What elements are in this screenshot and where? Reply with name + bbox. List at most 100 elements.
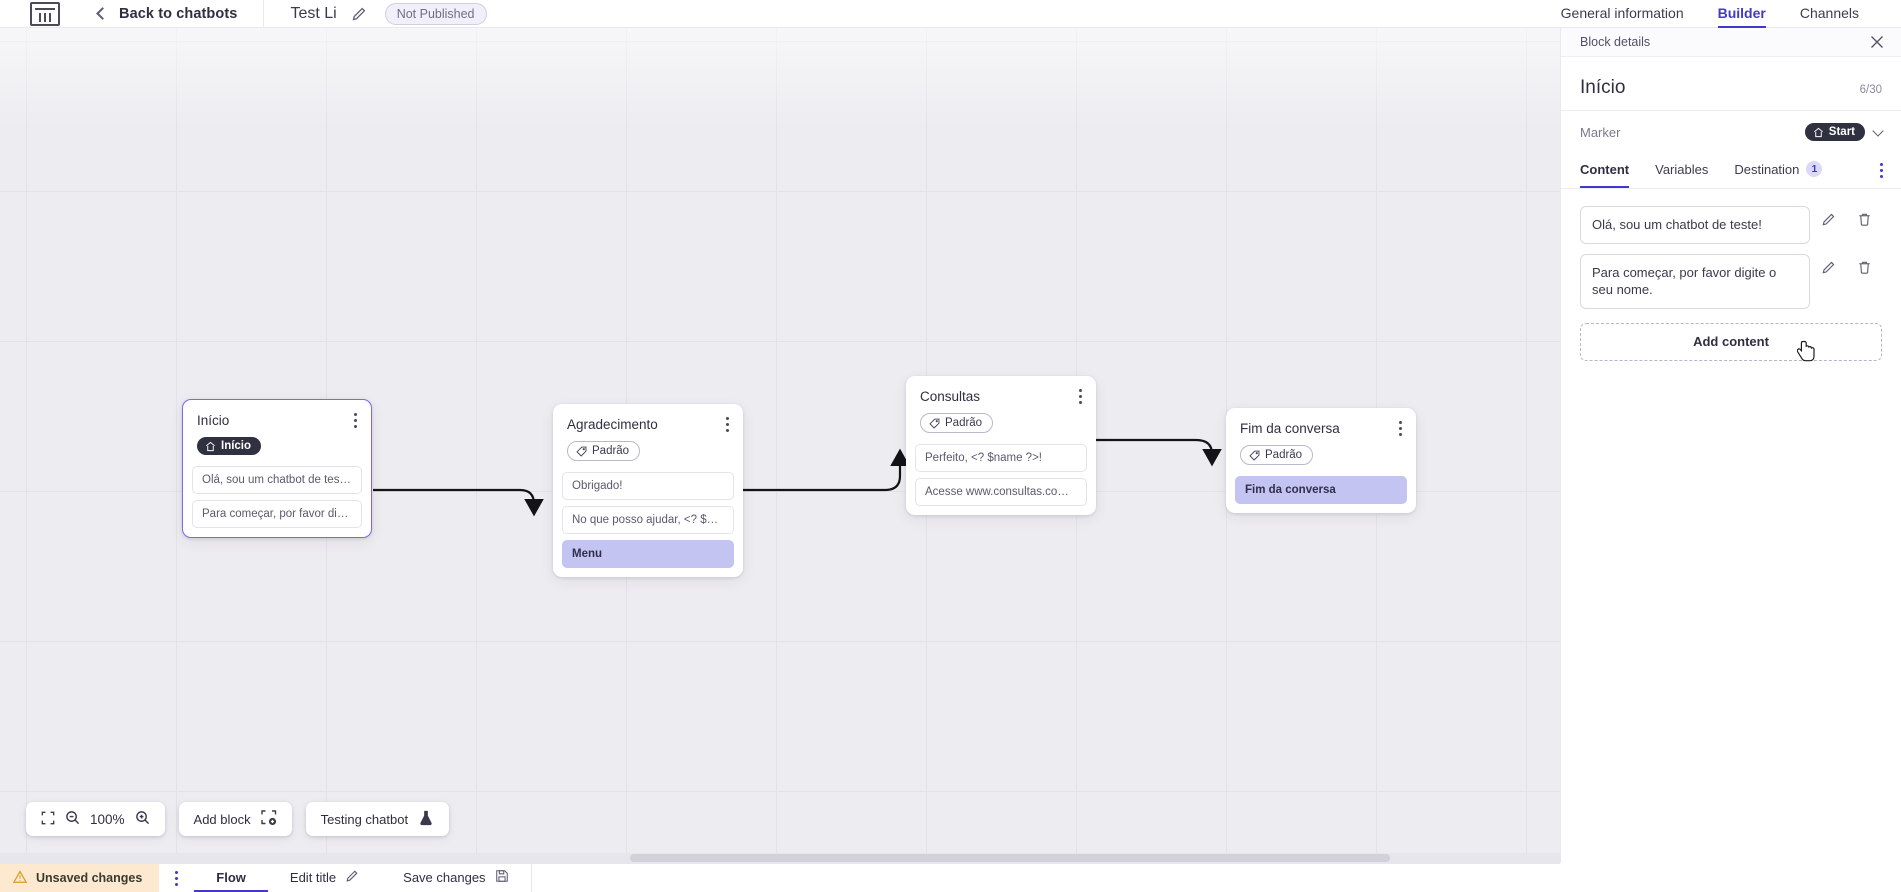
tab-channels[interactable]: Channels — [1799, 5, 1859, 21]
block-title: Fim da conversa — [1240, 421, 1340, 436]
flow-block-agradecimento[interactable]: Agradecimento Padrão Obrigado! No que po… — [553, 404, 743, 577]
block-message[interactable]: Para começar, por favor digite o ... — [192, 500, 362, 528]
marker-row: Marker Start — [1561, 111, 1901, 153]
block-menu-icon[interactable] — [726, 417, 730, 432]
pencil-icon[interactable] — [1810, 260, 1846, 275]
save-changes-button[interactable]: Save changes — [381, 864, 530, 892]
block-details-panel: Block details Início 6/30 Marker Start C… — [1560, 28, 1901, 863]
trash-icon[interactable] — [1846, 212, 1882, 227]
fit-screen-icon[interactable] — [41, 811, 55, 828]
scrollbar-thumb[interactable] — [630, 854, 1390, 862]
unsaved-changes-banner: Unsaved changes — [0, 864, 160, 892]
add-block-button[interactable]: Add block — [178, 802, 292, 836]
content-item-actions — [1810, 254, 1882, 275]
block-title: Consultas — [920, 389, 981, 404]
more-vertical-icon[interactable] — [1870, 163, 1893, 178]
zoom-level: 100% — [90, 811, 125, 827]
add-content-button[interactable]: Add content — [1580, 322, 1882, 361]
flow-canvas[interactable]: Início Início Olá, sou um chatbot de tes… — [0, 28, 1560, 863]
add-block-icon — [260, 809, 277, 829]
tab-destination-label: Destination — [1734, 161, 1800, 177]
block-menu-icon[interactable] — [1399, 421, 1403, 436]
block-body: Obrigado! No que posso ajudar, <? $name … — [553, 472, 743, 577]
block-header: Fim da conversa Padrão — [1226, 408, 1416, 476]
block-tag-label: Padrão — [592, 445, 630, 457]
back-to-chatbots-button[interactable]: Back to chatbots — [96, 0, 265, 27]
flask-icon — [418, 810, 434, 829]
bottom-bar-divider — [530, 864, 532, 892]
block-tag-padrao: Padrão — [920, 413, 994, 433]
tab-builder[interactable]: Builder — [1717, 5, 1766, 28]
marker-badge: Start — [1804, 123, 1865, 141]
flow-block-consultas[interactable]: Consultas Padrão Perfeito, <? $name ?>! … — [906, 376, 1096, 515]
block-message-menu[interactable]: Fim da conversa — [1235, 476, 1407, 504]
bottom-tab-flow[interactable]: Flow — [194, 864, 268, 892]
tab-variables[interactable]: Variables — [1655, 154, 1708, 188]
block-menu-icon[interactable] — [1079, 389, 1083, 404]
panel-header: Block details — [1561, 28, 1901, 57]
block-message[interactable]: Acesse www.consultas.com par... — [915, 478, 1087, 506]
pencil-icon — [345, 869, 359, 886]
block-message[interactable]: Olá, sou um chatbot de teste! — [192, 466, 362, 494]
chevron-left-icon — [96, 7, 109, 20]
canvas-horizontal-scrollbar[interactable] — [0, 853, 1560, 863]
testing-chatbot-label: Testing chatbot — [320, 811, 409, 827]
save-icon — [495, 869, 509, 886]
edit-title-label: Edit title — [289, 869, 337, 885]
block-tag-label: Padrão — [1265, 449, 1303, 461]
close-icon[interactable] — [1870, 35, 1884, 49]
bottom-tab-flow-label: Flow — [216, 869, 246, 885]
panel-header-label: Block details — [1580, 35, 1651, 49]
flow-edges — [373, 438, 1222, 517]
block-header: Consultas Padrão — [906, 376, 1096, 444]
top-tabs: General information Builder Channels — [1561, 0, 1901, 28]
canvas-toolbar: 100% Add block Testing chatbot — [26, 802, 450, 836]
block-menu-icon[interactable] — [354, 413, 358, 428]
tab-destination[interactable]: Destination 1 — [1734, 153, 1823, 188]
chevron-down-icon — [1872, 124, 1884, 137]
warning-triangle-icon — [12, 869, 28, 887]
pencil-icon[interactable] — [351, 6, 367, 22]
marker-select[interactable]: Start — [1804, 123, 1884, 141]
panel-title-row: Início 6/30 — [1561, 57, 1901, 111]
zoom-controls[interactable]: 100% — [26, 802, 165, 836]
pencil-icon[interactable] — [1810, 212, 1846, 227]
edit-title-button[interactable]: Edit title — [268, 864, 381, 892]
tab-variables-label: Variables — [1655, 161, 1709, 177]
flow-block-fim-da-conversa[interactable]: Fim da conversa Padrão Fim da conversa — [1226, 408, 1416, 513]
status-badge: Not Published — [384, 2, 487, 25]
back-to-chatbots-label: Back to chatbots — [119, 5, 238, 22]
content-text[interactable]: Olá, sou um chatbot de teste! — [1580, 206, 1810, 244]
more-vertical-icon[interactable] — [159, 870, 194, 886]
zoom-out-icon[interactable] — [65, 810, 80, 828]
block-message[interactable]: Perfeito, <? $name ?>! — [915, 444, 1087, 472]
block-header: Agradecimento Padrão — [553, 404, 743, 472]
block-tag-padrao: Padrão — [1240, 445, 1314, 465]
trash-icon[interactable] — [1846, 260, 1882, 275]
top-header: Back to chatbots Test Li Not Published G… — [0, 0, 1901, 28]
zoom-in-icon[interactable] — [135, 810, 150, 828]
marker-value: Start — [1828, 126, 1855, 138]
panel-content: Olá, sou um chatbot de teste! Para começ… — [1561, 189, 1901, 361]
save-changes-label: Save changes — [403, 869, 486, 885]
block-tag-label: Início — [221, 440, 252, 452]
char-count: 6/30 — [1859, 84, 1882, 96]
app-logo-icon[interactable] — [30, 1, 60, 26]
flow-block-inicio[interactable]: Início Início Olá, sou um chatbot de tes… — [182, 399, 372, 538]
block-tag-start: Início — [197, 437, 262, 455]
block-tag-padrao: Padrão — [567, 441, 641, 461]
block-message[interactable]: No que posso ajudar, <? $name ... — [562, 506, 734, 534]
block-tag-label: Padrão — [945, 417, 983, 429]
content-text[interactable]: Para começar, por favor digite o seu nom… — [1580, 253, 1810, 309]
block-title: Agradecimento — [567, 417, 658, 432]
tab-content[interactable]: Content — [1580, 154, 1630, 188]
block-message[interactable]: Obrigado! — [562, 472, 734, 500]
page-title: Início — [1580, 77, 1626, 98]
chatbot-name: Test Li — [290, 4, 337, 22]
tab-general-information[interactable]: General information — [1560, 5, 1684, 21]
testing-chatbot-button[interactable]: Testing chatbot — [305, 802, 450, 836]
bottom-bar: Unsaved changes Flow Edit title Save cha… — [0, 863, 1560, 892]
block-message-menu[interactable]: Menu — [562, 540, 734, 568]
add-block-label: Add block — [193, 811, 251, 827]
content-item: Olá, sou um chatbot de teste! — [1580, 206, 1882, 244]
